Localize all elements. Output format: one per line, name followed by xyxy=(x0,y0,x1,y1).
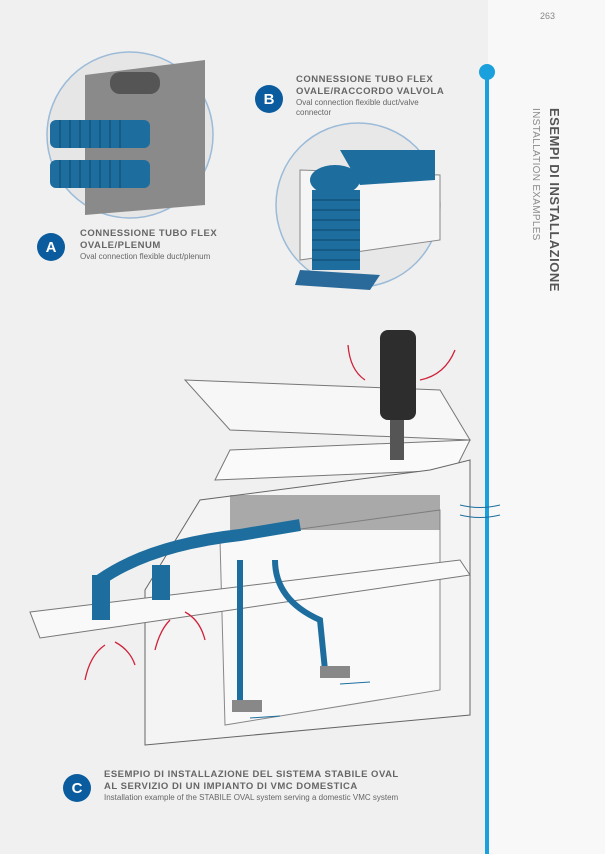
caption-a: CONNESSIONE TUBO FLEX OVALE/PLENUM Oval … xyxy=(80,228,217,262)
page-number: 263 xyxy=(540,11,556,21)
caption-a-title-1: CONNESSIONE TUBO FLEX xyxy=(80,228,218,239)
detail-b-image xyxy=(275,122,441,290)
accent-dot xyxy=(479,64,495,80)
sidebar xyxy=(488,0,605,854)
caption-a-title-2: OVALE/PLENUM xyxy=(80,240,161,251)
section-title: ESEMPI DI INSTALLAZIONE xyxy=(547,108,562,292)
detail-c-image xyxy=(29,330,501,746)
badge-c: C xyxy=(63,774,91,802)
caption-c-subtitle: Installation example of the STABILE OVAL… xyxy=(104,793,399,802)
accent-line xyxy=(485,70,489,854)
caption-b-title-1: CONNESSIONE TUBO FLEX xyxy=(296,74,434,85)
detail-a-image xyxy=(46,51,214,219)
caption-b-subtitle-2: connector xyxy=(296,108,332,117)
badge-b: B xyxy=(255,85,283,113)
caption-b-subtitle-1: Oval connection flexible duct/valve xyxy=(296,98,419,107)
caption-b: CONNESSIONE TUBO FLEX OVALE/RACCORDO VAL… xyxy=(296,74,444,118)
caption-c: ESEMPIO DI INSTALLAZIONE DEL SISTEMA STA… xyxy=(104,769,399,803)
badge-a: A xyxy=(37,233,65,261)
section-subtitle: INSTALLATION EXAMPLES xyxy=(530,108,541,241)
caption-a-subtitle: Oval connection flexible duct/plenum xyxy=(80,252,211,261)
caption-c-title-2: AL SERVIZIO DI UN IMPIANTO DI VMC DOMEST… xyxy=(104,781,358,792)
caption-c-title-1: ESEMPIO DI INSTALLAZIONE DEL SISTEMA STA… xyxy=(104,769,399,780)
caption-b-title-2: OVALE/RACCORDO VALVOLA xyxy=(296,86,445,97)
